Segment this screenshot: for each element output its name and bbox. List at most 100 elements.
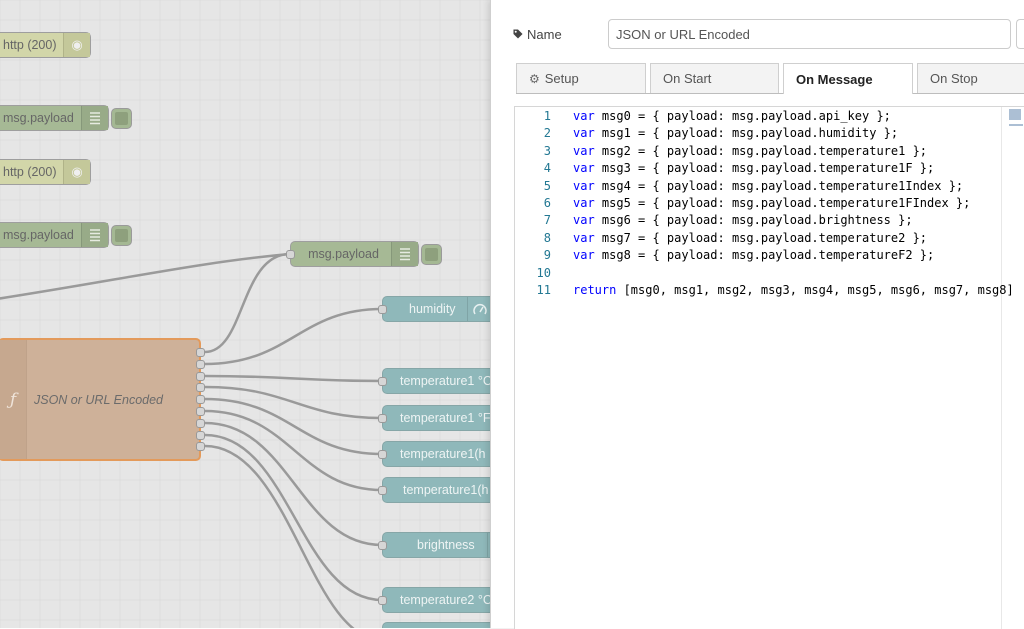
output-port[interactable] — [196, 442, 205, 451]
node-label: http (200) — [3, 165, 57, 179]
node-label: humidity — [409, 302, 456, 316]
debug-node[interactable]: msg.payload — [0, 222, 109, 248]
wire — [0, 252, 291, 300]
node-label: msg.payload — [3, 111, 74, 125]
node-label: brightness — [417, 538, 475, 552]
line-number: 6 — [543, 196, 551, 210]
name-icon-button[interactable] — [1016, 19, 1024, 49]
node-label: temperature1 °C — [400, 374, 490, 388]
list-icon — [81, 223, 108, 247]
ui-text-node[interactable] — [382, 622, 490, 628]
code-keyword: var — [573, 109, 595, 123]
output-port[interactable] — [196, 360, 205, 369]
minimap[interactable] — [1008, 108, 1024, 128]
line-number: 11 — [536, 283, 551, 297]
node-label: JSON or URL Encoded — [34, 393, 163, 407]
tab-bar: ⚙ Setup On Start On Message On Stop — [516, 63, 1024, 94]
code-line: var msg0 = { payload: msg.payload.api_ke… — [573, 108, 891, 125]
code-line: var msg5 = { payload: msg.payload.temper… — [573, 195, 970, 212]
code-line: return [msg0, msg1, msg2, msg3, msg4, ms… — [573, 282, 1014, 299]
code-text: msg0 = { payload: msg.payload.api_key }; — [594, 109, 891, 123]
name-row: Name — [513, 19, 562, 49]
ui-text-node[interactable]: temperature1 °C — [378, 368, 490, 394]
input-port[interactable] — [378, 596, 387, 605]
tab-on-stop[interactable]: On Stop — [917, 63, 1024, 93]
debug-toggle-button[interactable] — [111, 108, 132, 129]
wire — [204, 385, 383, 420]
gear-icon: ⚙ — [529, 71, 540, 86]
input-port[interactable] — [378, 541, 387, 550]
minimap-divider — [1001, 107, 1002, 629]
output-port[interactable] — [196, 372, 205, 381]
globe-icon: ◉ — [63, 33, 90, 57]
debug-node[interactable]: msg.payload — [0, 105, 109, 131]
tab-label: On Message — [796, 71, 873, 87]
input-port[interactable] — [378, 486, 387, 495]
code-text: msg2 = { payload: msg.payload.temperatur… — [594, 143, 928, 158]
ui-text-node[interactable]: brightness — [378, 532, 490, 558]
debug-toggle-button[interactable] — [421, 244, 442, 265]
tab-label: Setup — [544, 71, 579, 86]
tab-on-message[interactable]: On Message — [783, 63, 913, 94]
node-label: temperature2 °C — [400, 593, 490, 607]
wire — [204, 374, 383, 383]
node-label: msg.payload — [3, 228, 74, 242]
ui-text-node[interactable]: temperature1 °F — [378, 405, 490, 431]
code-text: msg3 = { payload: msg.payload.temperatur… — [594, 161, 935, 176]
output-port[interactable] — [196, 407, 205, 416]
input-port[interactable] — [378, 450, 387, 459]
input-port[interactable] — [378, 414, 387, 423]
tab-setup[interactable]: ⚙ Setup — [516, 63, 646, 93]
http-response-node[interactable]: http (200) ◉ — [0, 32, 91, 58]
list-icon — [391, 242, 418, 266]
code-keyword: var — [573, 196, 595, 210]
code-editor[interactable]: 1 var msg0 = { payload: msg.payload.api_k… — [514, 106, 1024, 629]
ui-text-node[interactable]: temperature1(h — [378, 477, 490, 503]
ui-text-node[interactable]: temperature1(h — [378, 441, 490, 467]
node-label: http (200) — [3, 38, 57, 52]
node-label: temperature1 °F — [400, 411, 490, 425]
ui-text-node[interactable]: temperature2 °C — [378, 587, 490, 613]
function-icon: ƒ — [0, 340, 27, 459]
code-line: var msg3 = { payload: msg.payload.temper… — [573, 160, 934, 177]
code-line: var msg4 = { payload: msg.payload.temper… — [573, 178, 963, 195]
debug-toggle-button[interactable] — [111, 225, 132, 246]
ui-gauge-node[interactable]: humidity — [378, 296, 490, 322]
output-port[interactable] — [196, 419, 205, 428]
code-text: [msg0, msg1, msg2, msg3, msg4, msg5, msg… — [616, 283, 1014, 297]
input-port[interactable] — [286, 250, 295, 259]
wire — [204, 307, 383, 366]
output-port[interactable] — [196, 383, 205, 392]
line-number: 7 — [543, 213, 551, 228]
code-keyword: var — [573, 248, 595, 263]
flow-canvas[interactable]: http (200) ◉ msg.payload http (200) ◉ ms… — [0, 0, 490, 628]
tab-label: On Start — [663, 71, 712, 86]
code-keyword: var — [573, 161, 595, 176]
code-keyword: var — [573, 230, 595, 245]
code-text: msg1 = { payload: msg.payload.humidity }… — [594, 126, 899, 141]
edit-tray: Name ⚙ Setup On Start On Message On Stop… — [490, 0, 1024, 629]
http-response-node[interactable]: http (200) ◉ — [0, 159, 91, 185]
input-port[interactable] — [378, 377, 387, 386]
output-port[interactable] — [196, 395, 205, 404]
name-input[interactable] — [608, 19, 1011, 49]
code-line: var msg6 = { payload: msg.payload.bright… — [573, 212, 913, 229]
output-port[interactable] — [196, 348, 205, 357]
wire — [204, 397, 383, 456]
code-line: var msg2 = { payload: msg.payload.temper… — [573, 143, 927, 160]
line-number: 9 — [543, 248, 551, 263]
code-keyword: var — [573, 213, 595, 228]
wire — [204, 252, 291, 354]
output-port[interactable] — [196, 431, 205, 440]
name-label-text: Name — [527, 26, 562, 42]
code-text: msg6 = { payload: msg.payload.brightness… — [594, 213, 913, 228]
wire — [204, 433, 383, 602]
function-node[interactable]: ƒ JSON or URL Encoded — [0, 338, 201, 461]
line-number: 2 — [543, 126, 551, 141]
node-label: temperature1(h — [403, 483, 489, 497]
debug-node[interactable]: msg.payload — [286, 241, 419, 267]
name-label: Name — [513, 27, 562, 42]
line-number: 1 — [543, 109, 551, 123]
tab-on-start[interactable]: On Start — [650, 63, 779, 93]
input-port[interactable] — [378, 305, 387, 314]
